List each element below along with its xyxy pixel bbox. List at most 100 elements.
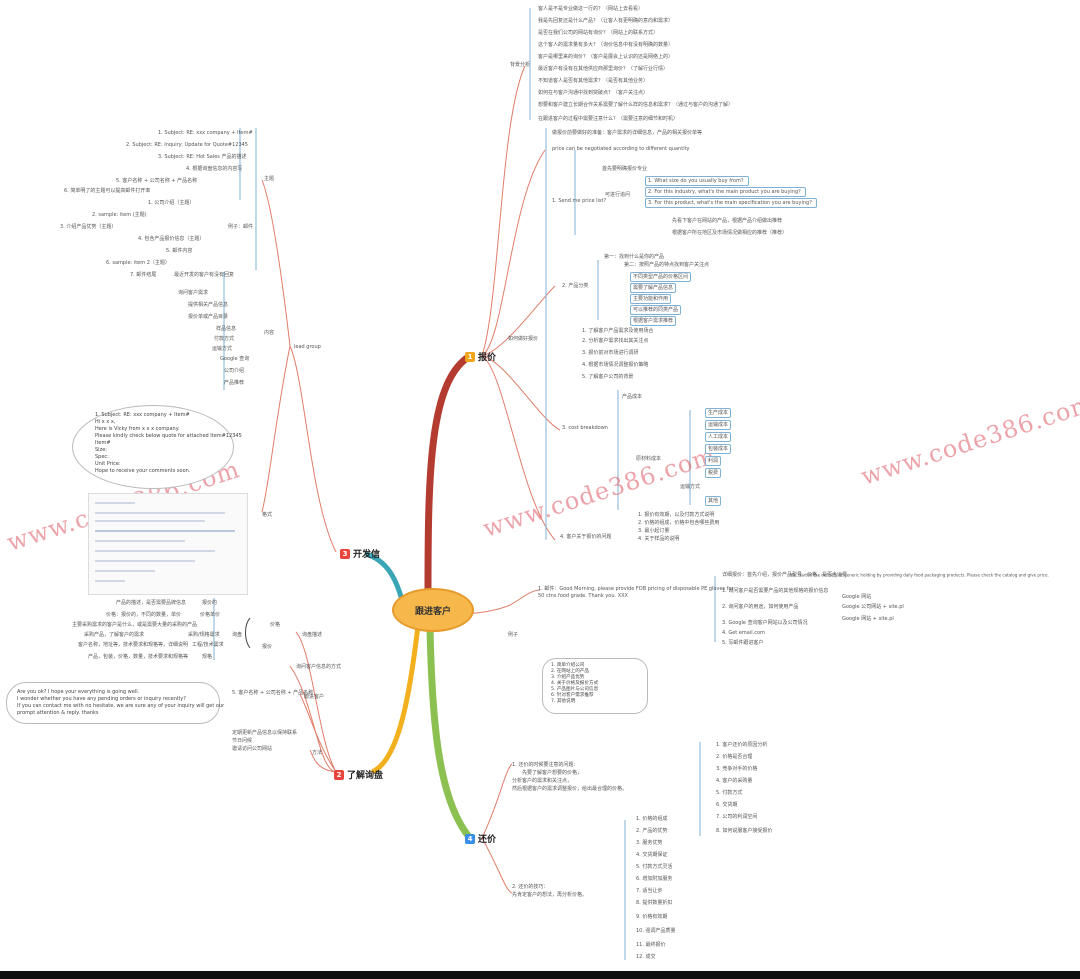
list-item: 5. 付款方式灵活 — [636, 864, 673, 870]
list-item: 报价的 — [202, 600, 218, 606]
list-item: 4. 交货期保证 — [636, 852, 668, 858]
list-item: 采购产品，了解客户的需求 — [84, 632, 145, 638]
list-item: 5. 了解客户公司的背景 — [582, 374, 634, 380]
list-item: 客户名称，地址等，技术要求和规格等，详细说明 — [78, 642, 189, 648]
list-item: 主要采购需求的客户是什么，或是需要大量的采购的产品 — [72, 622, 198, 628]
center-node[interactable]: 跟进客户 — [392, 588, 474, 632]
trunk-quote — [424, 353, 472, 591]
node-label: 方法 — [312, 750, 323, 756]
list-item: 如何在与客户沟通中找到突破点？（客户关注点） — [538, 90, 649, 96]
note-text: 分析客户的需求和关注点， — [512, 778, 573, 784]
list-item: 产品的描述，是否需要品牌信息 — [116, 600, 187, 606]
list-item: 客户是哪里来的询价？（客户是展会上认识的还是网络上的） — [538, 54, 674, 60]
list-item: 税费 — [705, 468, 722, 478]
list-item: 邀请访问公司网站 — [232, 746, 273, 752]
list-item: 5. 邮件内容 — [166, 248, 193, 254]
list-item: 在跟进客户的过程中需要注意什么？（需要注意的细节和时机） — [538, 116, 679, 122]
list-item: 利润 — [705, 456, 722, 466]
list-item: 运输方式 — [212, 346, 233, 352]
list-item: 1. 了解客户产品需求及使用场合 — [582, 328, 654, 334]
node-label: 运输方式 — [680, 484, 701, 490]
list-item: 11. 最终报价 — [636, 942, 666, 948]
note-text: 1. 邮件：Good Morning, please provide FOB p… — [538, 586, 734, 592]
note-line: prompt attention & reply. thanks — [17, 710, 99, 716]
list-item: 7. 公司的利润空间 — [716, 814, 758, 820]
node-label: 产品成本 — [622, 394, 643, 400]
list-item: 10. 强调产品质量 — [636, 928, 676, 934]
node-label: 第二：按照产品的特点找到客户关注点 — [624, 262, 710, 268]
branch-develop[interactable]: 3 开发信 — [340, 547, 380, 560]
list-item: 客人是不是专业做这一行的？（网站上去看看） — [538, 6, 644, 12]
list-item: 不同类型产品的价格区间 — [630, 272, 692, 282]
note-line: Please kindly check below quote for atta… — [95, 433, 242, 439]
list-item: 6. 简单明了的主题可以提高邮件打开率 — [64, 188, 151, 194]
list-item: 询问客户需求 — [178, 290, 209, 296]
list-item: Google 网站 — [842, 594, 872, 600]
bottom-bar — [0, 971, 1080, 979]
list-item: 1. 询问客户是否需要产品的其他规格的报价信息 — [722, 588, 829, 594]
list-item: 产品，包装，价格，数量，技术要求和规格等 — [88, 654, 189, 660]
number-icon: 1 — [465, 351, 475, 362]
note-line: 6. 针对客户需求推荐 — [551, 693, 594, 698]
list-item: 价格：报价的，不同的数量，单价 — [106, 612, 182, 618]
node-label: 2. 产品分类 — [562, 283, 589, 289]
list-item: 4. 根据市场情况调整报价策略 — [582, 362, 649, 368]
group-label: 询盘描述 — [302, 632, 323, 638]
list-item: 节日问候 — [232, 738, 253, 744]
list-item: 1. What size do you usually buy from？ — [645, 176, 749, 186]
list-item: 是否在我们公司的网站有询价？（网站上的联系方式） — [538, 30, 659, 36]
list-item: 3. 介绍产品优势（主题） — [60, 224, 117, 230]
trunk-develop — [365, 551, 405, 601]
list-item: 价格单价 — [200, 612, 221, 618]
branch-quote[interactable]: 1 报价 — [465, 350, 496, 363]
node-label: 5. 客户名称 + 公司名称 + 产品名称 — [232, 690, 314, 696]
branch-follow[interactable]: 4 还价 — [465, 832, 496, 845]
group-label: 背景分析 — [510, 62, 531, 68]
note-line: 2. 在网站上的产品 — [551, 669, 590, 674]
note-line: Here is Vicky from x x x company. — [95, 426, 180, 432]
node-label: 4. 客户关于报价的问题 — [560, 534, 612, 540]
branch-understand[interactable]: 2 了解询盘 — [334, 768, 383, 781]
list-item: 5. 客户名称 + 公司名称 + 产品名称 — [116, 178, 198, 184]
node-label: 报价 — [262, 644, 273, 650]
note-text: 先肯定客户的想法，再分析价格。 — [512, 892, 588, 898]
note-text: 1. 还价的时候要注意的问题： — [512, 762, 579, 768]
note-text: 50 ctns food grade. Thank you. XXX — [538, 593, 628, 599]
reply-note-box: 1. 简单介绍公司 2. 在网站上的产品 3. 介绍产品优势 4. 关于价格及报… — [542, 658, 648, 714]
center-label: 跟进客户 — [414, 606, 451, 617]
list-item: 产品推荐 — [224, 380, 245, 386]
branch-understand-label: 了解询盘 — [347, 771, 384, 781]
note-line: 1. Subject: RE: xxx company + Item# — [95, 412, 190, 418]
note-line: Item# — [95, 440, 111, 446]
list-item: 1. 报价有效期，以及付款方式说明 — [638, 512, 715, 518]
list-item: 3. Google 查询客户网站以及公司情况 — [722, 620, 808, 626]
list-item: 最近开发的客户有没有回复 — [174, 272, 235, 278]
email-template-bubble: 1. Subject: RE: xxx company + Item# Hi x… — [72, 405, 242, 489]
number-icon: 3 — [340, 548, 350, 559]
list-item: 根据客户需求推荐 — [630, 316, 677, 326]
list-item: 3. 服务优势 — [636, 840, 663, 846]
branch-quote-label: 报价 — [478, 353, 497, 363]
list-item: 样品信息 — [216, 326, 237, 332]
list-item: 采购/规格需求 — [188, 632, 220, 638]
list-item: 想要和客户建立长期合作关系需要了解什么样的信息和需求？（通过与客户的沟通了解） — [538, 102, 734, 108]
list-item: 这个客人的需求量有多大？（询价信息中有没有明确的数量） — [538, 42, 674, 48]
list-item: 5. 付款方式 — [716, 790, 743, 796]
email-screenshot — [88, 493, 248, 595]
list-item: 人工成本 — [705, 432, 732, 442]
branch-develop-label: 开发信 — [353, 550, 381, 560]
followup-email-note: Are you ok? I hope your everything is go… — [6, 682, 224, 724]
list-item: Google 查询 — [220, 356, 250, 362]
list-item: 8. 如何说服客户接受报价 — [716, 828, 773, 834]
node-label: 首先要明确报价专业 — [602, 166, 648, 172]
list-item: 12. 成交 — [636, 954, 656, 960]
list-item: 3. 最小起订量 — [638, 528, 670, 534]
list-item: 最近客户有没有在其他供应商那里询价？（了解行业行情） — [538, 66, 669, 72]
list-item: 6. sample: item 2（主题） — [106, 260, 170, 266]
note-line: 1. 简单介绍公司 — [551, 663, 585, 668]
list-item: 规格 — [202, 654, 213, 660]
note-text: 先看下客户在网站的产品，根据产品介绍做出推荐 — [672, 218, 783, 224]
list-item: 3. 竞争对手的价格 — [716, 766, 758, 772]
note-line: 5. 产品图片与公司信息 — [551, 687, 599, 692]
list-item: 付款方式 — [214, 336, 235, 342]
